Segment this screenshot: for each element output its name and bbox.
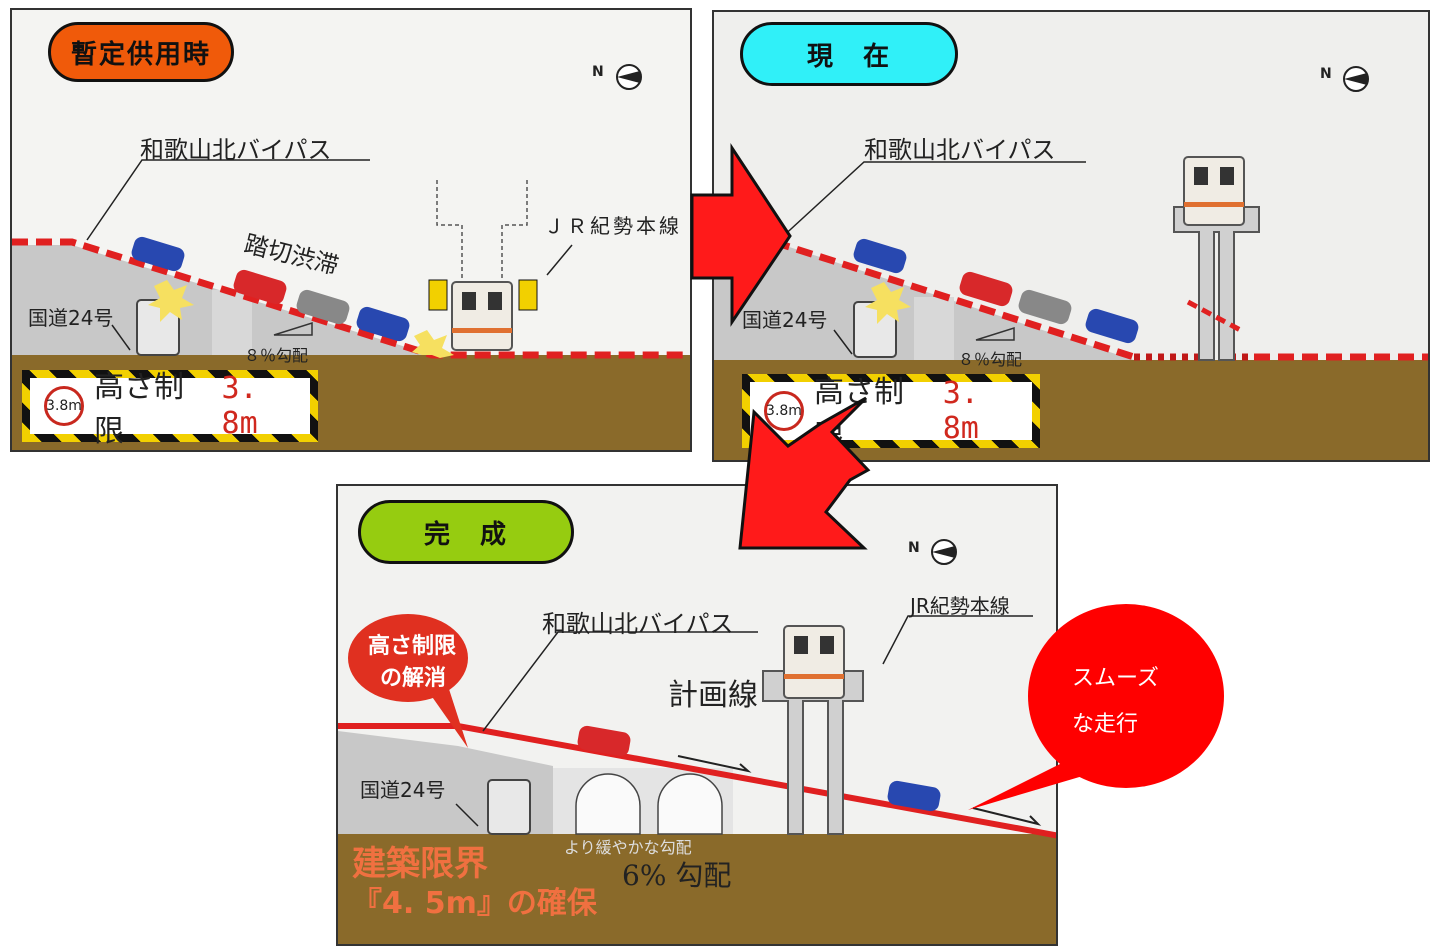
smooth-driving-line1: スムーズ [1072,666,1159,691]
north-arrow [1344,73,1367,85]
car-blue-2 [1085,308,1139,344]
car-red [577,725,631,757]
road-name-label: 和歌山北バイパス [542,610,734,638]
height-release-line2: の解消 [380,666,447,691]
north-arrow [932,546,955,558]
height-release-line1: 高さ制限 [368,634,457,659]
box-culvert-right [657,773,723,835]
route-label: 国道24号 [742,308,828,332]
car-red [233,269,287,305]
grade-label: 6% 勾配 [622,859,732,892]
height-limit-value: 3. 8m [221,371,258,441]
status-badge-current: 現 在 [740,22,958,86]
route-leader [455,803,479,827]
car-grey [1018,289,1072,325]
rail-leader [546,244,573,276]
north-label: N [908,540,920,556]
railway-label: JR紀勢本線 [910,594,1010,618]
north-arrow [617,71,640,83]
gentle-grade-label: より緩やかな勾配 [564,838,692,857]
road-line [12,238,690,359]
railway-label: ＪＲ紀勢本線 [544,214,682,238]
car-blue-2 [356,306,410,342]
height-limit-circle: 3.8m [764,391,804,431]
car-grey [296,289,350,325]
car-blue-1 [131,236,185,272]
rail-viaduct [762,670,864,835]
road-leader [86,159,370,241]
road-name-label: 和歌山北バイパス [140,136,332,164]
future-pier-outline [436,180,528,282]
status-badge-provisional: 暫定供用時 [48,22,234,82]
route-leader [111,324,131,351]
road-name-label: 和歌山北バイパス [864,136,1056,164]
route-leader [833,329,853,355]
car-blue [887,780,941,812]
grade-label: ８％勾配 [244,346,309,365]
north-label: N [1320,66,1332,82]
panel-completed: 完 成 N 和歌山北バイパス JR紀勢本線 計画線 高さ制限 の解消 国道24号… [336,484,1058,946]
conflict-burst-2 [412,330,454,358]
road-crossing-marker [1186,299,1246,335]
road-leader [482,631,758,732]
clearance-line2: 『4. 5m』の確保 [352,886,597,921]
conflict-burst-1 [148,280,194,322]
height-limit-value: 3. 8m [942,376,979,446]
direction-arrow-2 [972,807,1042,826]
route-label: 国道24号 [360,778,446,802]
clearance-line1: 建築限界 [352,844,488,884]
road-leader [778,161,1086,241]
truck [487,779,531,835]
bridge-pier [914,297,954,360]
panel-completed-drawing [338,539,1056,944]
car-blue-1 [853,238,907,274]
height-limit-circle: 3.8m [44,386,84,426]
grade-label: ８％勾配 [958,350,1023,369]
rail-viaduct [1173,206,1260,361]
height-release-balloon [348,614,468,702]
bridge-pier [212,290,252,355]
rail-leader [882,615,1033,665]
height-limit-text: 高さ制限 [814,375,904,454]
route-label: 国道24号 [28,306,114,330]
smooth-driving-line2: な走行 [1072,712,1139,737]
conflict-burst [865,282,911,324]
panel-provisional-drawing [12,64,690,450]
road-line [772,238,1136,361]
height-limit-text: 高さ制限 [94,370,184,449]
train [451,281,513,351]
train [783,625,845,699]
panel-provisional: 暫定供用時 N 和歌山北バイパス 踏切渋滞 ＪＲ紀勢本線 国道24号 ８％勾配 … [10,8,692,452]
train [1183,156,1245,226]
grade-triangle [273,321,313,336]
height-limit-sign: 3.8m 高さ制限 3. 8m [750,375,1032,454]
north-label: N [592,64,604,80]
crossing-signal-left [428,279,448,311]
car-red [959,271,1013,307]
direction-arrow-1 [677,755,752,773]
plan-line-label: 計画線 [668,678,758,713]
panel-current: 現 在 N 和歌山北バイパス 国道24号 ８％勾配 3.8m 高さ制限 3. 8… [712,10,1430,462]
crossing-signal-right [518,279,538,311]
box-culvert-left [575,773,641,835]
grade-triangle [975,326,1015,341]
panel-current-drawing [714,66,1428,460]
ground [338,834,1056,944]
status-badge-completed: 完 成 [358,500,574,564]
height-limit-sign: 3.8m 高さ制限 3. 8m [30,370,310,449]
height-release-pointer [428,686,468,748]
